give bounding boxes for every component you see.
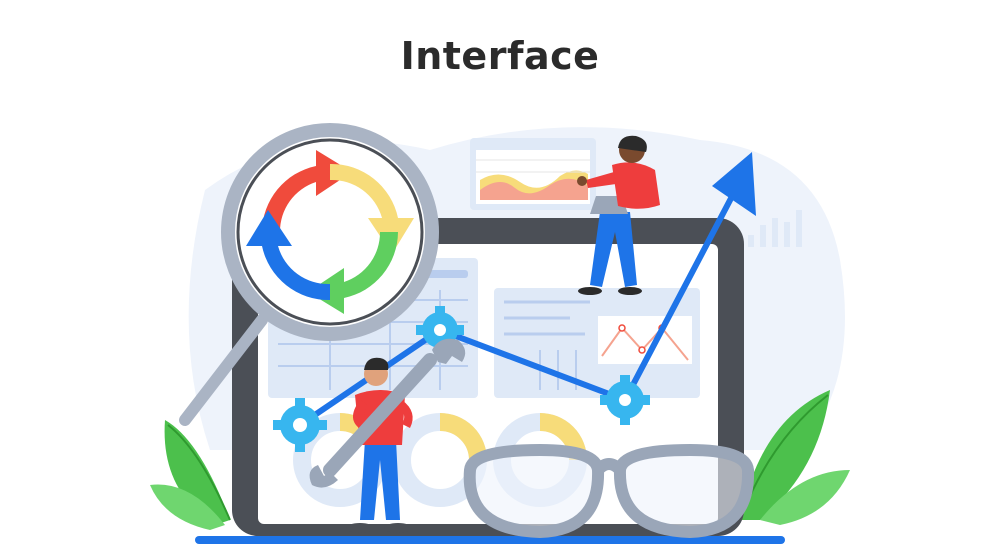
area-chart-icon	[470, 138, 596, 210]
bar-chart-icon	[748, 210, 802, 247]
wrench-icon	[309, 338, 466, 488]
gear-icon	[273, 398, 327, 452]
refresh-cycle-icon	[246, 150, 414, 314]
trend-arrow-head	[712, 152, 756, 216]
person-icon	[577, 135, 660, 295]
gear-icon	[600, 375, 650, 425]
glasses-icon	[463, 443, 755, 539]
page-title: Interface	[400, 34, 600, 78]
floor-bar	[195, 536, 785, 544]
magnifier-icon	[179, 123, 439, 426]
leaf-icon	[150, 420, 231, 530]
